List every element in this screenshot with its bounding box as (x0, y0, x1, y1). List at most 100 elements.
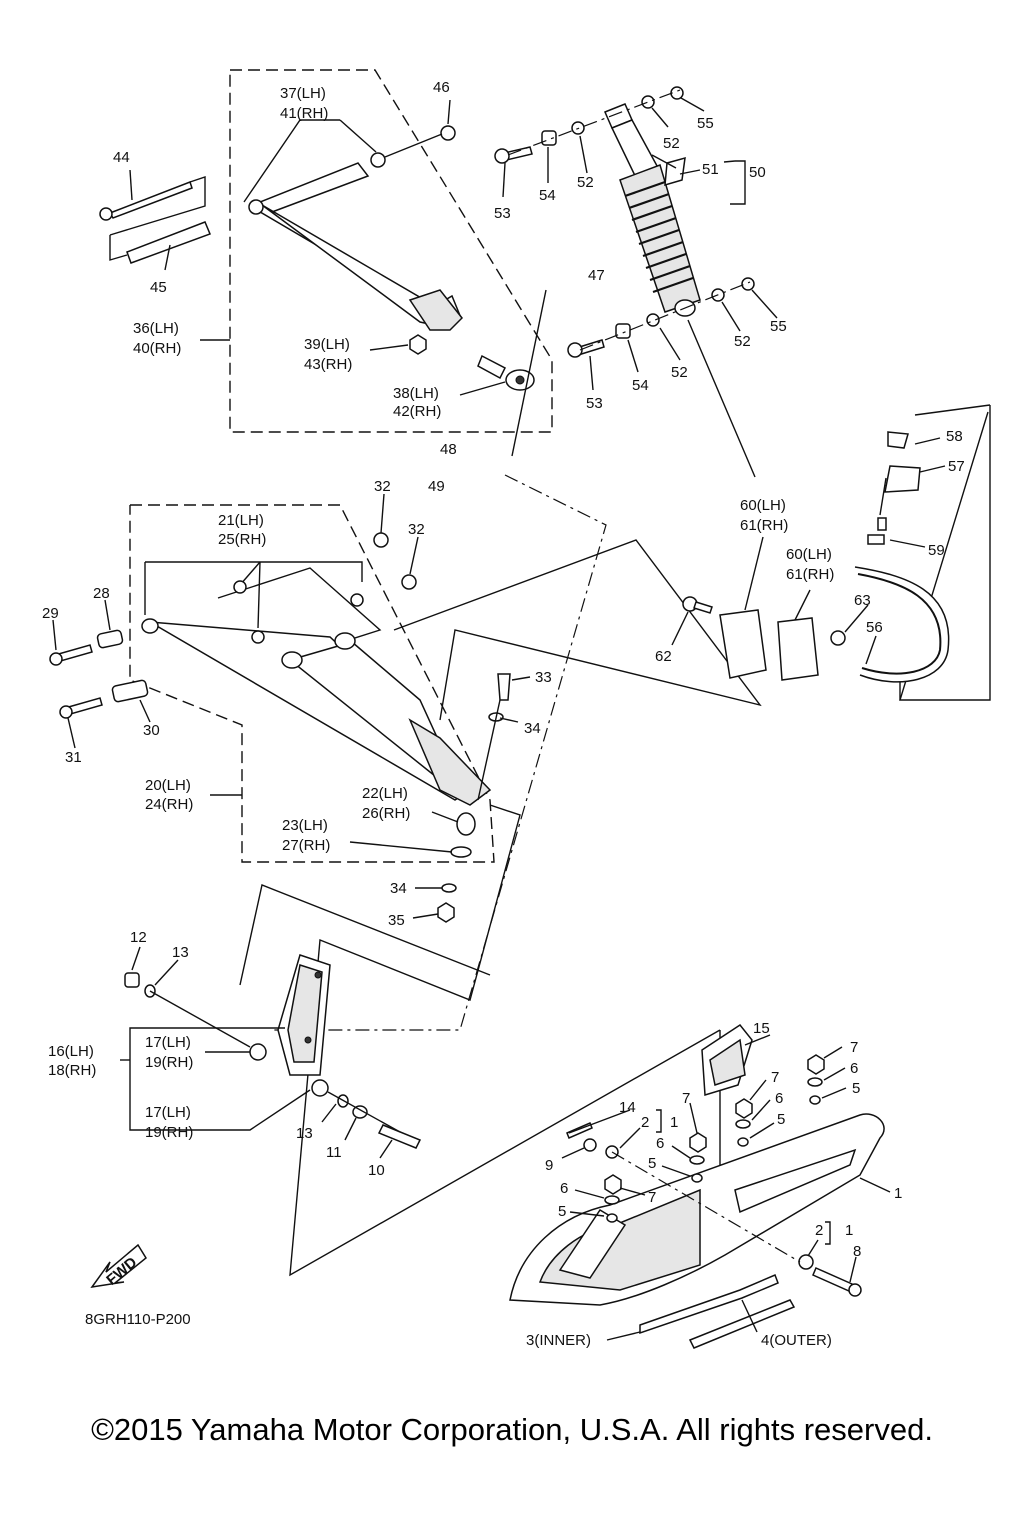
callout-59: 59 (928, 542, 945, 559)
callout-18: 18(RH) (48, 1062, 96, 1079)
callout-14: 14 (619, 1099, 636, 1116)
callout-24: 24(RH) (145, 796, 193, 813)
callout-10: 10 (368, 1162, 385, 1179)
callout-33: 33 (535, 669, 552, 686)
callout-6a: 6 (850, 1060, 858, 1077)
callout-61b: 61(RH) (786, 566, 834, 583)
callout-5a: 5 (852, 1080, 860, 1097)
callout-52b: 52 (577, 174, 594, 191)
callout-51: 51 (702, 161, 719, 178)
callout-63: 63 (854, 592, 871, 609)
callout-34b: 34 (390, 880, 407, 897)
callout-7c: 7 (682, 1090, 690, 1107)
callout-48: 48 (440, 441, 457, 458)
callout-19a: 19(RH) (145, 1054, 193, 1071)
callout-19b: 19(RH) (145, 1124, 193, 1141)
callout-30: 30 (143, 722, 160, 739)
assembly-lines (239, 289, 991, 1277)
callout-62: 62 (655, 648, 672, 665)
callout-13b: 13 (296, 1125, 313, 1142)
spindle-group (120, 946, 422, 1159)
callout-50: 50 (749, 164, 766, 181)
callout-58: 58 (946, 428, 963, 445)
callout-52c: 52 (734, 333, 751, 350)
callout-52d: 52 (671, 364, 688, 381)
callout-7b: 7 (771, 1069, 779, 1086)
callout-52a: 52 (663, 135, 680, 152)
callout-31: 31 (65, 749, 82, 766)
callout-56: 56 (866, 619, 883, 636)
callout-54a: 54 (539, 187, 556, 204)
callout-1a: 1 (670, 1114, 678, 1131)
callout-41: 41(RH) (280, 105, 328, 122)
shock-absorber (494, 86, 778, 391)
callout-60a: 60(LH) (740, 497, 786, 514)
lower-arm-group (49, 493, 531, 923)
callout-16: 16(LH) (48, 1043, 94, 1060)
callout-6b: 6 (775, 1090, 783, 1107)
callout-53b: 53 (586, 395, 603, 412)
callout-21: 21(LH) (218, 512, 264, 529)
callout-23: 23(LH) (282, 817, 328, 834)
callout-3: 3(INNER) (526, 1332, 591, 1349)
callout-labels: 37(LH) 41(RH) 46 44 45 36(LH) 40(RH) 39(… (42, 79, 965, 1349)
diagram-code: 8GRH110-P200 (85, 1311, 191, 1328)
callout-35: 35 (388, 912, 405, 929)
callout-26: 26(RH) (362, 805, 410, 822)
callout-13a: 13 (172, 944, 189, 961)
callout-2a: 2 (641, 1114, 649, 1131)
callout-61a: 61(RH) (740, 517, 788, 534)
callout-45: 45 (150, 279, 167, 296)
callout-46: 46 (433, 79, 450, 96)
callout-55b: 55 (770, 318, 787, 335)
callout-28: 28 (93, 585, 110, 602)
callout-47: 47 (588, 267, 605, 284)
callout-12: 12 (130, 929, 147, 946)
callout-17a: 17(LH) (145, 1034, 191, 1051)
callout-15: 15 (753, 1020, 770, 1037)
ski-group (509, 1023, 891, 1349)
callout-40: 40(RH) (133, 340, 181, 357)
callout-4: 4(OUTER) (761, 1332, 832, 1349)
callout-7d: 7 (648, 1189, 656, 1206)
callout-5b: 5 (777, 1111, 785, 1128)
callout-49: 49 (428, 478, 445, 495)
callout-6c: 6 (656, 1135, 664, 1152)
callout-43: 43(RH) (304, 356, 352, 373)
callout-55a: 55 (697, 115, 714, 132)
callout-11: 11 (326, 1144, 342, 1161)
callout-34a: 34 (524, 720, 541, 737)
callout-36: 36(LH) (133, 320, 179, 337)
callout-57: 57 (948, 458, 965, 475)
callout-54b: 54 (632, 377, 649, 394)
callout-17b: 17(LH) (145, 1104, 191, 1121)
callout-5c: 5 (648, 1155, 656, 1172)
callout-32b: 32 (408, 521, 425, 538)
callout-44: 44 (113, 149, 130, 166)
callout-32a: 32 (374, 478, 391, 495)
callout-8: 8 (853, 1243, 861, 1260)
callout-37: 37(LH) (280, 85, 326, 102)
callout-25: 25(RH) (218, 531, 266, 548)
upper-arm-group (99, 69, 553, 433)
callout-29: 29 (42, 605, 59, 622)
callout-27: 27(RH) (282, 837, 330, 854)
copyright-notice: ©2015 Yamaha Motor Corporation, U.S.A. A… (91, 1412, 933, 1447)
callout-7a: 7 (850, 1039, 858, 1056)
callout-20: 20(LH) (145, 777, 191, 794)
callout-42: 42(RH) (393, 403, 441, 420)
callout-6d: 6 (560, 1180, 568, 1197)
callout-9: 9 (545, 1157, 553, 1174)
stabilizer-group (671, 431, 950, 683)
callout-5d: 5 (558, 1203, 566, 1220)
fwd-arrow-icon: FWD (90, 1243, 147, 1289)
callout-38: 38(LH) (393, 385, 439, 402)
callout-1b: 1 (894, 1185, 902, 1202)
callout-22: 22(LH) (362, 785, 408, 802)
callout-60b: 60(LH) (786, 546, 832, 563)
callout-1c: 1 (845, 1222, 853, 1239)
callout-2b: 2 (815, 1222, 823, 1239)
callout-53a: 53 (494, 205, 511, 222)
callout-39: 39(LH) (304, 336, 350, 353)
